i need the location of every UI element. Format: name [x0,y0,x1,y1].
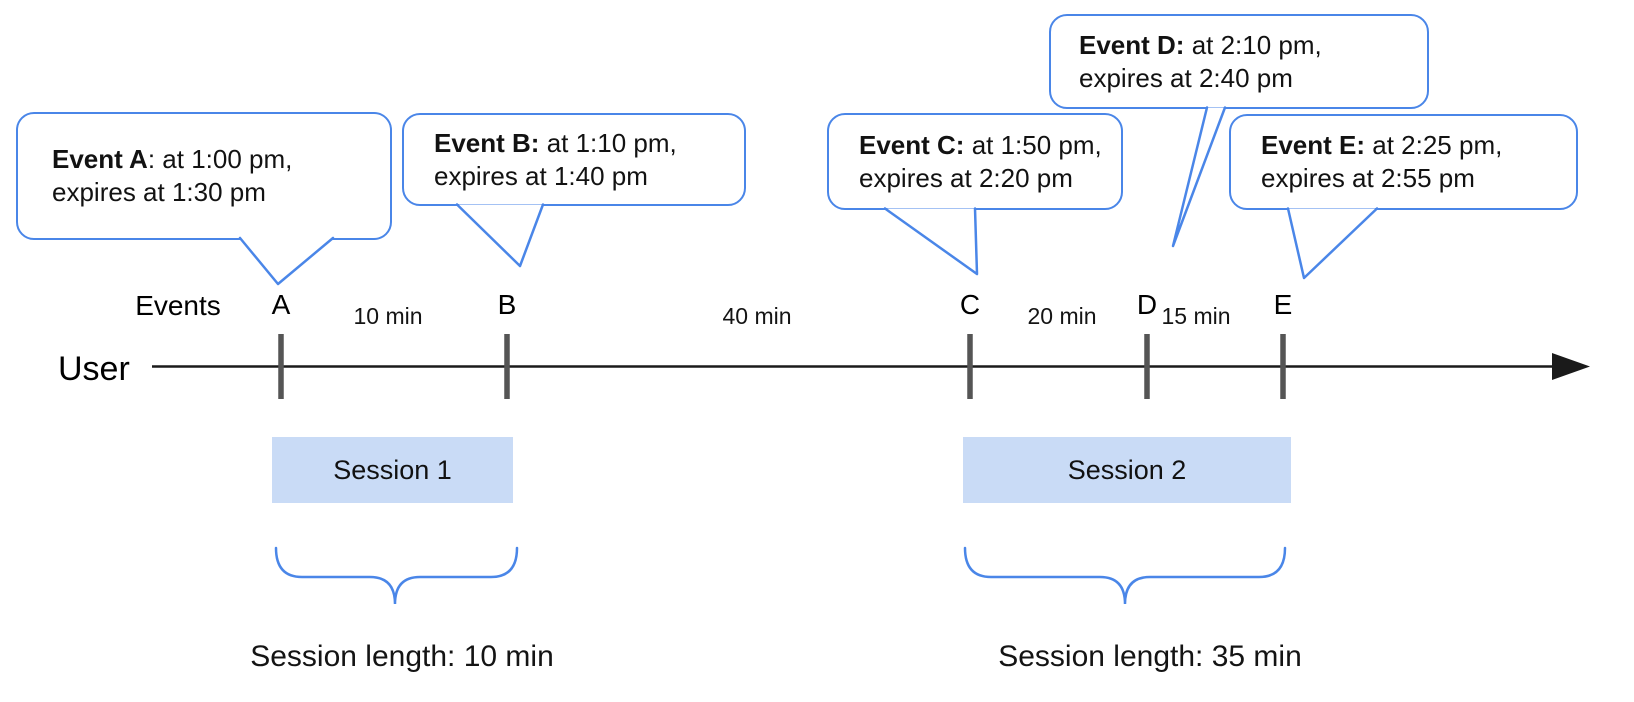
speech-bubble-event-d: Event D: at 2:10 pm, expires at 2:40 pm [1049,14,1429,109]
event-d-time: at 2:10 pm, [1184,29,1322,60]
bubble-e-tail [1286,207,1379,280]
event-e-expiry: expires at 2:55 pm [1261,163,1475,193]
event-b-name: Event B: [434,127,540,158]
event-a-name: Event A [52,144,148,174]
tick-label-c: C [959,289,981,320]
event-d-name: Event D: [1079,29,1185,60]
session-1-label: Session 1 [333,454,452,485]
event-a-time: : at 1:00 pm, [147,144,293,174]
event-b-time: at 1:10 pm, [539,127,677,158]
session-1-box: Session 1 [272,437,513,503]
bubble-a-tail [238,236,335,286]
interval-label-b-c: 40 min [722,303,792,329]
tick-label-b: B [497,289,517,320]
event-c-expiry: expires at 2:20 pm [859,162,1073,193]
bubble-line-1: Event B: at 1:10 pm, [434,127,744,160]
events-axis-label: Events [135,290,221,321]
session-2-box: Session 2 [963,437,1291,503]
interval-label-a-b: 10 min [353,303,423,329]
session-1-brace [274,546,519,605]
speech-bubble-event-b: Event B: at 1:10 pm, expires at 1:40 pm [402,113,746,206]
tick-label-a: A [271,289,291,320]
timeline-arrowhead-icon [1552,353,1590,380]
bubble-line-1: Event C: at 1:50 pm, [859,129,1121,162]
bubble-c-tail [883,207,979,276]
event-b-expiry: expires at 1:40 pm [434,160,648,191]
tick-label-e: E [1273,289,1293,320]
bubble-b-tail [455,203,545,268]
speech-bubble-event-e: Event E: at 2:25 pm, expires at 2:55 pm [1229,114,1578,210]
session-2-label: Session 2 [1067,454,1187,485]
session-2-brace [963,546,1287,605]
event-a-expiry: expires at 1:30 pm [52,177,266,207]
bubble-d-tail [1171,106,1227,248]
bubble-line-1: Event E: at 2:25 pm, [1261,129,1576,162]
user-axis-label: User [58,350,130,388]
event-c-time: at 1:50 pm, [964,129,1102,160]
event-c-name: Event C: [859,129,965,160]
tick-label-d: D [1136,289,1158,320]
session-2-length-label: Session length: 35 min [998,640,1302,673]
bubble-line-1: Event D: at 2:10 pm, [1079,29,1427,62]
speech-bubble-event-a: Event A: at 1:00 pm, expires at 1:30 pm [16,112,392,240]
speech-bubble-event-c: Event C: at 1:50 pm, expires at 2:20 pm [827,113,1123,210]
event-e-name: Event E: [1261,130,1366,160]
session-1-length-label: Session length: 10 min [250,640,554,673]
interval-label-d-e: 15 min [1161,303,1231,329]
interval-label-c-d: 20 min [1027,303,1097,329]
event-e-time: at 2:25 pm, [1365,130,1503,160]
event-d-expiry: expires at 2:40 pm [1079,62,1293,93]
bubble-line-1: Event A: at 1:00 pm, [52,143,390,176]
